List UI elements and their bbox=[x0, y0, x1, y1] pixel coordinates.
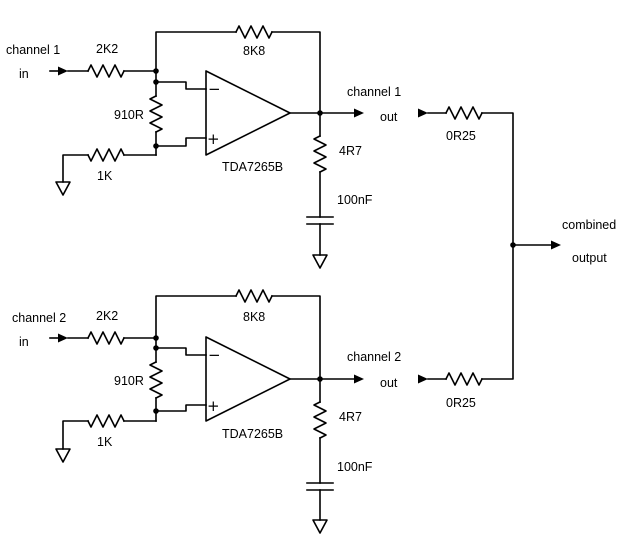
ch2-node-a bbox=[153, 335, 159, 341]
ch2-input-arrowhead bbox=[58, 333, 68, 343]
ch2-plus-sign: + bbox=[207, 397, 220, 415]
ch1-r-ground bbox=[86, 148, 126, 162]
ch2-node-column bbox=[155, 337, 207, 356]
ch1-r-divider bbox=[149, 94, 163, 134]
ch2-input-name: channel 2 bbox=[12, 311, 66, 325]
ch1-r-divider-label: 910R bbox=[114, 108, 144, 122]
ch2-noninv-wire bbox=[155, 404, 207, 412]
ch2-c-snubber-label: 100nF bbox=[337, 460, 373, 474]
ch2-r-feedback-label: 8K8 bbox=[243, 310, 265, 324]
ch1-input-label: in bbox=[19, 67, 29, 81]
ch2-amp-label: TDA7265B bbox=[222, 427, 283, 441]
ch2-r-snubber-label: 4R7 bbox=[339, 410, 362, 424]
combined-output-arrowhead bbox=[551, 240, 561, 250]
ch1-r-snubber-label: 4R7 bbox=[339, 144, 362, 158]
combiner: combined output bbox=[510, 218, 616, 265]
ch2-minus-sign: − bbox=[208, 346, 221, 364]
ch2-input-label: in bbox=[19, 335, 29, 349]
ch1-ground-symbol-1 bbox=[55, 181, 71, 196]
channel-2-circuit: − + channel 2 in 2K2 8K8 910R 1K TDA7265… bbox=[12, 244, 514, 534]
ch2-r-output bbox=[444, 372, 484, 386]
ch1-to-combiner bbox=[481, 112, 514, 246]
ch2-opamp bbox=[205, 336, 291, 422]
ch1-feedback-wire-left bbox=[155, 31, 237, 72]
ch2-to-combiner bbox=[481, 244, 514, 380]
ch2-feedback-wire-right bbox=[271, 295, 321, 380]
ch1-r-feedback-label: 8K8 bbox=[243, 44, 265, 58]
ch1-r-output-label: 0R25 bbox=[446, 129, 476, 143]
ch2-ground-symbol-2 bbox=[312, 519, 328, 534]
ch2-output-name: channel 2 bbox=[347, 350, 401, 364]
ch1-amp-label: TDA7265B bbox=[222, 160, 283, 174]
ch2-r-snubber bbox=[313, 400, 327, 440]
ch1-r-output bbox=[444, 106, 484, 120]
ch2-r-ground-label: 1K bbox=[97, 435, 113, 449]
ch2-r-output-label: 0R25 bbox=[446, 396, 476, 410]
ch1-r-input bbox=[86, 64, 126, 78]
ch1-gnd-wire-left bbox=[62, 154, 89, 183]
ch1-output-label: out bbox=[380, 110, 398, 124]
ch1-input-name: channel 1 bbox=[6, 43, 60, 57]
ch1-noninv-wire bbox=[155, 137, 207, 147]
ch2-out-r-arrowhead bbox=[418, 374, 428, 384]
ch2-output-arrowhead bbox=[354, 374, 364, 384]
ch1-r-ground-label: 1K bbox=[97, 169, 113, 183]
ch1-out-r-arrowhead bbox=[418, 108, 428, 118]
ch2-c-snubber bbox=[306, 482, 334, 491]
ch2-r-divider bbox=[149, 360, 163, 400]
ch1-node-column bbox=[155, 70, 207, 90]
ch1-node-a bbox=[153, 68, 159, 74]
ch1-plus-sign: + bbox=[207, 130, 220, 148]
ch1-r-feedback bbox=[234, 25, 274, 39]
ch1-c-snubber-label: 100nF bbox=[337, 193, 373, 207]
ch1-opamp bbox=[205, 70, 291, 156]
ch2-r-input bbox=[86, 331, 126, 345]
ch2-r-input-label: 2K2 bbox=[96, 309, 118, 323]
ch2-output-label: out bbox=[380, 376, 398, 390]
ch2-ground-symbol-1 bbox=[55, 448, 71, 463]
ch2-r-divider-label: 910R bbox=[114, 374, 144, 388]
ch1-output-name: channel 1 bbox=[347, 85, 401, 99]
ch2-r-feedback bbox=[234, 289, 274, 303]
ch2-gnd-wire-left bbox=[62, 420, 89, 450]
ch2-feedback-wire-left bbox=[155, 295, 237, 339]
combined-label: combined bbox=[562, 218, 616, 232]
output-label: output bbox=[572, 251, 607, 265]
ch2-r-ground bbox=[86, 414, 126, 428]
ch1-ground-symbol-2 bbox=[312, 254, 328, 269]
ch1-c-snubber bbox=[306, 216, 334, 225]
ch1-feedback-wire-right bbox=[271, 31, 321, 114]
ch1-r-snubber bbox=[313, 134, 327, 174]
ch1-minus-sign: − bbox=[208, 80, 221, 98]
channel-1-circuit: − + channel 1 in 2K2 8K8 910R 1K TDA7265… bbox=[6, 25, 514, 269]
ch1-output-arrowhead bbox=[354, 108, 364, 118]
ch1-input-arrowhead bbox=[58, 66, 68, 76]
ch1-r-input-label: 2K2 bbox=[96, 42, 118, 56]
